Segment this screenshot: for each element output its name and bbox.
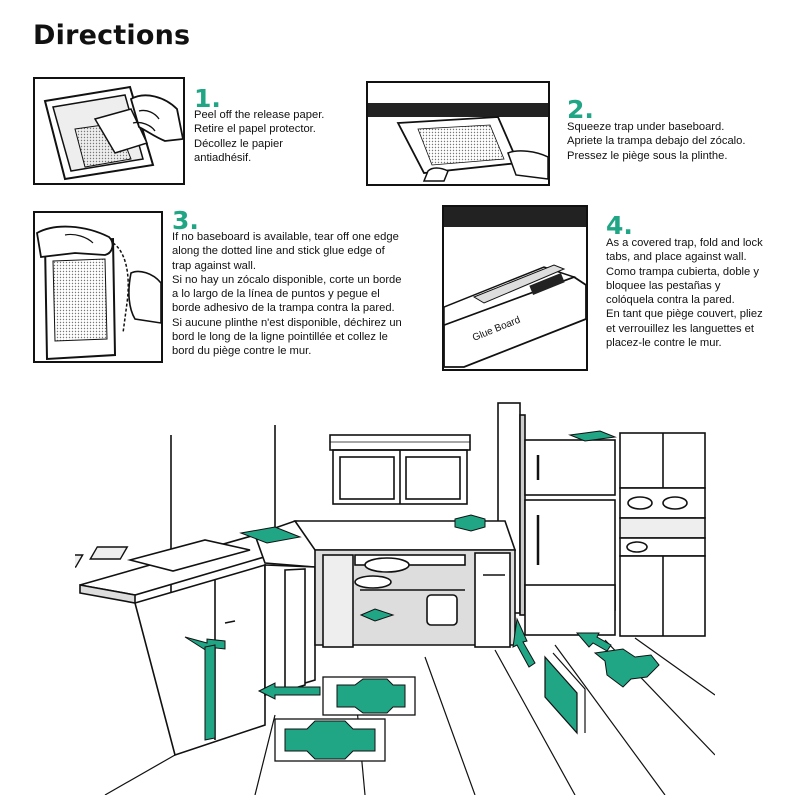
step-3-illustration [33,211,163,363]
step-4-line: placez-le contre le mur. [606,337,722,350]
trap-icon [544,652,586,735]
step-2-line: Pressez le piège sous la plinthe. [567,149,728,162]
step-3-line: If no baseboard is available, tear off o… [172,231,399,243]
step-1-text: Peel off the release paper. Retire el pa… [194,108,324,165]
step-4-text: As a covered trap, fold and lock tabs, a… [606,236,763,350]
step-3-line: trap against wall. [172,259,256,272]
step-2-text: Squeeze trap under baseboard. Apriete la… [567,120,746,163]
step-3-number: 3. [172,206,199,235]
step-2-number: 2. [567,95,594,124]
arrow-icon [575,632,612,652]
step-1-line: Décollez le papier [194,137,283,150]
arrow-icon [184,636,226,741]
kitchen-scene [44,395,716,800]
trap-icon [322,676,416,716]
step-3-line: bord du piège contre le mur. [172,345,312,358]
step-3-line: Si aucune plinthe n'est disponible, déch… [172,316,402,329]
arrow-icon [512,617,536,668]
step-4-line: Como trampa cubierta, doble y [606,265,759,278]
trap-icon [593,648,660,688]
step-2-line: Squeeze trap under baseboard. [567,121,725,133]
step-1-number: 1. [194,84,221,113]
step-1-illustration [33,77,185,185]
trap-icon [274,718,386,762]
step-4-illustration: Glue Board [442,205,588,371]
step-1-line: Peel off the release paper. [194,109,325,121]
step-1-line: antiadhésif. [194,151,252,164]
covered-trap-illustration: Glue Board [444,207,586,368]
peel-hand-illustration [43,85,183,181]
step-1-line: Retire el papel protector. [194,123,316,136]
step-4-line: tabs, and place against wall. [606,251,747,264]
step-4-line: bloquee las pestañas y [606,279,721,292]
step-3-text: If no baseboard is available, tear off o… [172,230,402,359]
step-3-line: along the dotted line and stick glue edg… [172,245,385,258]
step-3-line: bord le long de la ligne pointillée et c… [172,331,388,344]
step-2-line: Apriete la trampa debajo del zócalo. [567,135,746,148]
arrow-icon [257,682,321,700]
step-3-line: a lo largo de la línea de puntos y pegue… [172,288,380,301]
tear-edge-illustration [36,225,161,361]
step-3-line: borde adhesivo de la trampa contra la pa… [172,302,395,315]
step-2-illustration [366,81,550,186]
step-4-line: colóquela contra la pared. [606,294,735,307]
step-4-line: As a covered trap, fold and lock [606,237,763,249]
step-4-number: 4. [606,211,633,240]
step-4-line: En tant que piège couvert, pliez [606,308,763,321]
step-3-line: Si no hay un zócalo disponible, corte un… [172,273,402,286]
page-title: Directions [33,20,191,51]
kitchen-scene-illustration [44,402,716,796]
step-4-line: et verrouillez les languettes et [606,322,755,335]
baseboard-illustration [368,103,548,182]
